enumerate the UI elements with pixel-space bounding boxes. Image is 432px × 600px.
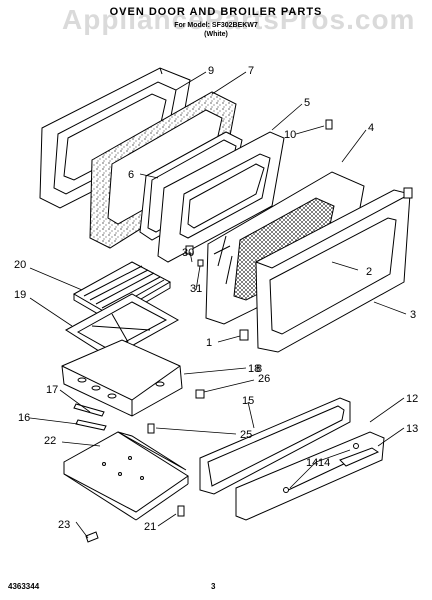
callout-18: 18 [248,363,260,375]
drawer-front-panel [199,397,351,495]
broiler-pan [65,293,180,359]
outer-door-frame [254,187,413,353]
callout-12: 12 [406,393,418,405]
callout-1: 1 [206,337,212,349]
window-assembly [157,131,285,263]
callout-5: 5 [304,97,310,109]
callout-6: 6 [128,169,134,181]
drawer-slide [73,403,107,431]
inner-door-frame [39,67,191,209]
callout-25: 25 [240,429,252,441]
model-line: For Model: SF302BEKW7 [174,22,258,29]
callout-14-left: 14 [306,457,318,469]
broiler-drawer-body [61,339,183,417]
callout-14-right: 14 [318,457,330,469]
leader-lines [29,71,407,539]
callout-10: 10 [284,129,296,141]
callout-26: 26 [258,373,270,385]
broiler-drawer-base [63,431,189,521]
callout-4: 4 [368,122,374,134]
broiler-rack [72,261,172,323]
color-line: (White) [204,31,228,38]
page-number: 3 [211,582,216,591]
callout-22: 22 [44,435,56,447]
callout-15: 15 [242,395,254,407]
page-title: OVEN DOOR AND BROILER PARTS [109,6,323,18]
callout-19: 19 [14,289,26,301]
callout-3: 3 [410,309,416,321]
callout-labels: 1 2 3 4 5 6 7 8 9 10 12 13 14 14 15 16 1… [14,65,418,533]
drawer-front [235,431,385,521]
callout-30: 30 [182,247,194,259]
document-number: 4363344 [8,582,40,591]
callout-23: 23 [58,519,70,531]
callout-17: 17 [46,384,58,396]
callout-16: 16 [18,412,30,424]
callout-7: 7 [248,65,254,77]
callout-20: 20 [14,259,26,271]
callout-2: 2 [366,266,372,278]
small-hardware-parts [85,119,333,543]
callout-9: 9 [208,65,214,77]
callout-8: 8 [256,363,262,375]
watermark: AppliancePartsPros.com [62,4,416,35]
callout-31: 31 [190,283,202,295]
callout-21: 21 [144,521,156,533]
callout-13: 13 [406,423,418,435]
